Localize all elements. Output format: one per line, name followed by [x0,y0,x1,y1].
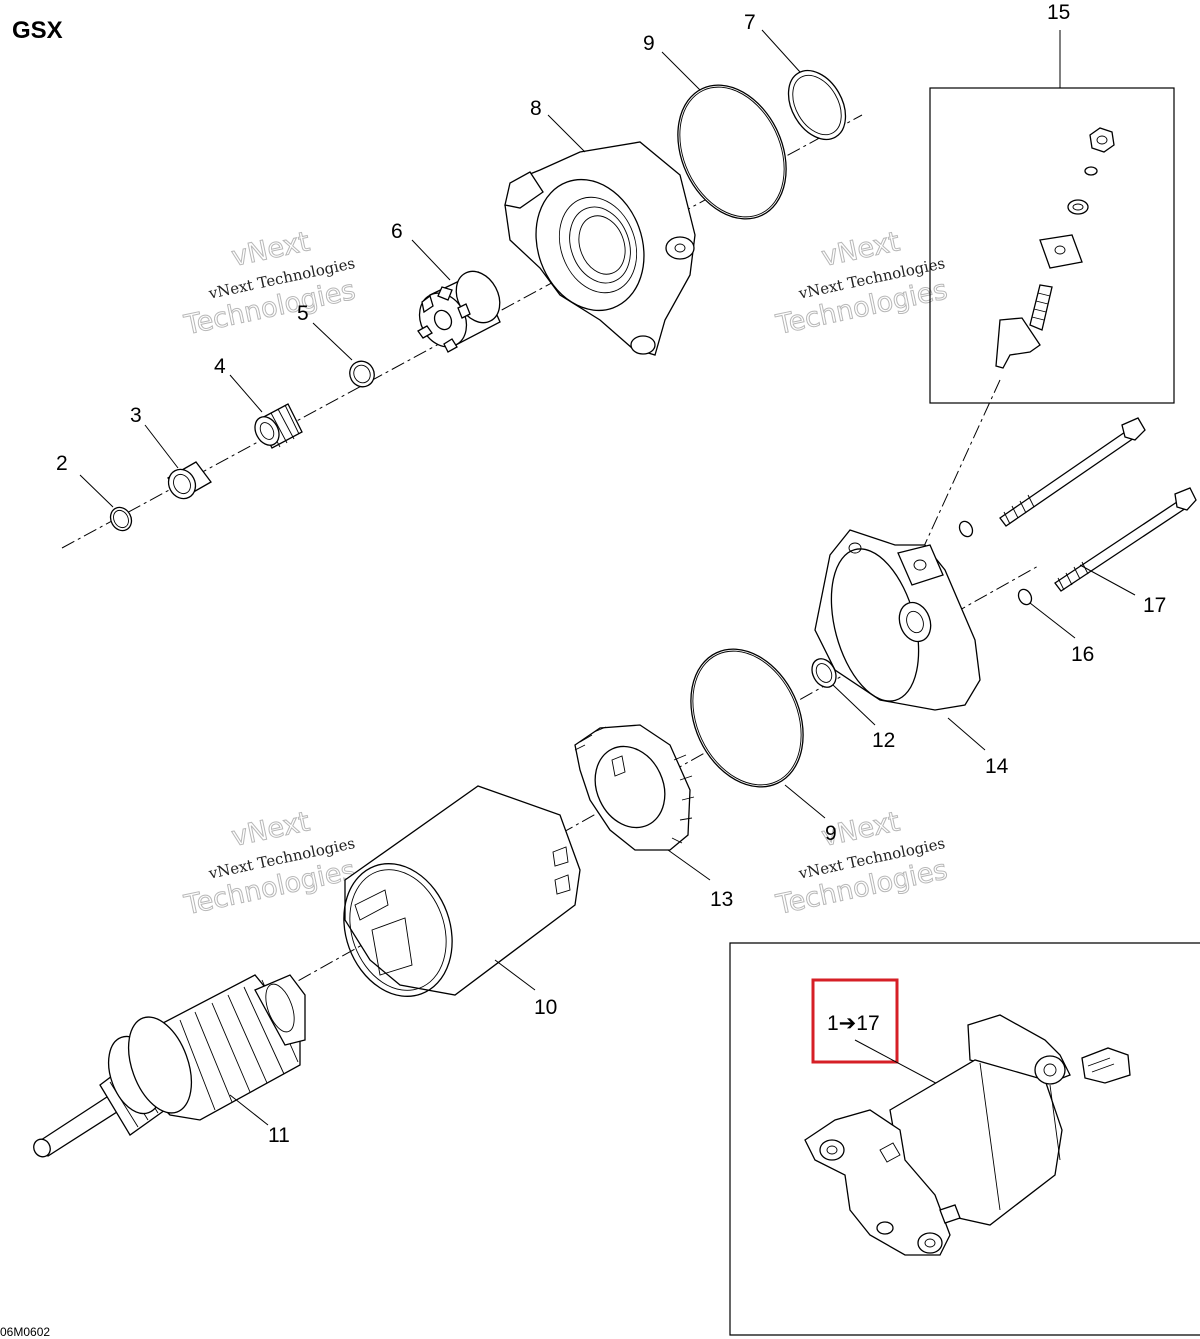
part-2-snap-ring [109,506,133,532]
part-3-sleeve [167,461,212,500]
part-8-drive-housing [504,141,696,356]
figure-code: 06M0602 [0,1325,50,1339]
part-12-o-ring [811,658,837,688]
callout-9-upper: 9 [643,32,655,55]
callout-6: 6 [391,220,403,243]
part-4-spring [254,403,303,449]
callout-3: 3 [130,404,142,427]
callout-10: 10 [534,996,557,1019]
callout-numbers: 2 3 4 5 6 7 8 9 9 10 11 12 13 14 15 16 1… [56,1,1166,1147]
watermark-top-right: vNext Technologies vNext Technologies [772,226,950,342]
highlight-box [811,978,899,1064]
part-10-yoke [343,785,581,997]
callout-14: 14 [985,755,1009,778]
part-9-o-ring-lower [690,648,804,788]
assembled-starter-inset: 1➔17 [729,942,1200,1336]
watermark-bottom-left: vNext Technologies vNext Technologies [181,806,359,922]
overview-label: 1➔17 [827,1012,880,1035]
callout-11: 11 [268,1124,290,1147]
callout-15: 15 [1047,1,1070,24]
part-9-o-ring-upper [677,84,787,220]
callout-4: 4 [214,355,226,378]
part-13-brush-plate [574,724,695,851]
callout-9-lower: 9 [825,822,837,845]
callout-17: 17 [1143,594,1166,617]
part-7-o-ring [787,69,847,141]
callout-12: 12 [872,729,895,752]
callout-5: 5 [297,302,309,325]
part-14-end-frame [814,529,981,711]
part-17-through-bolts [999,417,1197,592]
part-11-armature [33,974,306,1158]
callout-13: 13 [710,888,733,911]
watermark-bottom-right: vNext Technologies vNext Technologies [772,806,950,922]
callout-16: 16 [1071,643,1094,666]
part-15-terminal-kit-inset [929,87,1175,404]
part-16-washers [958,520,1033,606]
diagram-title: GSX [12,17,63,44]
watermark-top-left: vNext Technologies vNext Technologies [181,226,359,342]
leader-lines [79,29,1136,1126]
callout-2: 2 [56,452,68,475]
part-5-washer [349,360,375,388]
part-6-drive-pinion [417,270,501,353]
callout-8: 8 [530,97,542,120]
callout-7: 7 [744,11,756,34]
terminal-axis [919,379,1001,556]
